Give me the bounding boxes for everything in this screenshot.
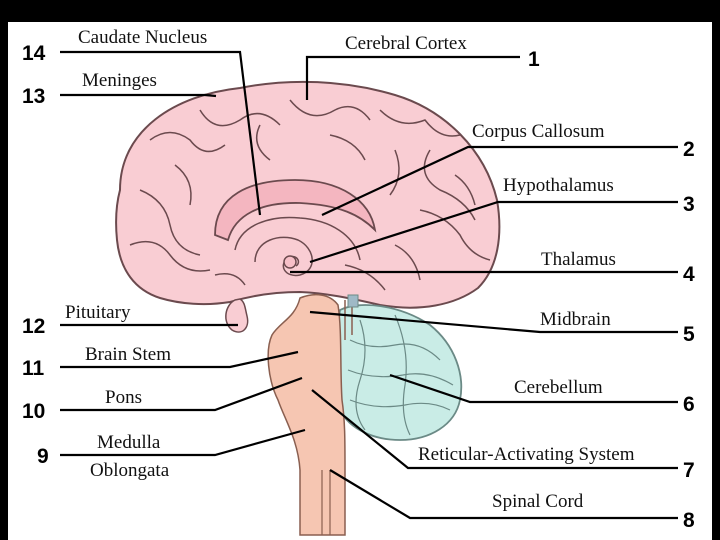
brainstem-shape bbox=[267, 293, 346, 536]
label-reticular-activating-system: Reticular-Activating System bbox=[418, 444, 635, 465]
label-pituitary: Pituitary bbox=[65, 302, 131, 323]
number-5: 5 bbox=[683, 323, 695, 346]
leader-line-1 bbox=[305, 55, 520, 100]
label-numbers: 1 2 3 4 5 6 7 8 9 10 11 12 13 14 bbox=[22, 42, 695, 532]
cerebellum-folia bbox=[347, 314, 454, 436]
number-1: 1 bbox=[528, 48, 540, 71]
labels: Cerebral Cortex Corpus Callosum Hypothal… bbox=[65, 27, 635, 512]
leader-line-5 bbox=[309, 310, 678, 334]
label-pons: Pons bbox=[105, 387, 142, 408]
label-meninges: Meninges bbox=[82, 70, 157, 91]
gyri-lines bbox=[129, 99, 491, 291]
number-11: 11 bbox=[22, 357, 45, 380]
label-cerebellum: Cerebellum bbox=[514, 377, 603, 398]
number-10: 10 bbox=[22, 400, 45, 423]
number-13: 13 bbox=[22, 85, 45, 108]
cerebrum bbox=[115, 80, 501, 333]
leader-line-14 bbox=[60, 50, 262, 216]
cerebellum bbox=[333, 304, 463, 441]
leader-line-2 bbox=[321, 145, 678, 216]
thalamus-shape bbox=[254, 236, 313, 277]
label-cerebral-cortex: Cerebral Cortex bbox=[345, 33, 467, 54]
number-7: 7 bbox=[683, 459, 695, 482]
leader-line-6 bbox=[389, 373, 678, 404]
leader-line-8 bbox=[329, 469, 678, 520]
number-2: 2 bbox=[683, 138, 695, 161]
leader-line-13 bbox=[60, 93, 217, 98]
label-oblongata: Oblongata bbox=[90, 460, 170, 481]
number-8: 8 bbox=[683, 509, 695, 532]
label-spinal-cord: Spinal Cord bbox=[492, 491, 584, 512]
number-12: 12 bbox=[22, 315, 45, 338]
leader-lines bbox=[60, 50, 678, 520]
corpus-callosum-shape bbox=[214, 179, 377, 242]
label-caudate-nucleus: Caudate Nucleus bbox=[78, 27, 207, 48]
label-hypothalamus: Hypothalamus bbox=[503, 175, 614, 196]
label-thalamus: Thalamus bbox=[541, 249, 616, 270]
number-14: 14 bbox=[22, 42, 46, 65]
leader-line-3 bbox=[309, 200, 678, 264]
leader-line-10 bbox=[60, 376, 303, 412]
label-medulla: Medulla bbox=[97, 432, 161, 453]
leader-line-7 bbox=[311, 389, 678, 470]
label-corpus-callosum: Corpus Callosum bbox=[472, 121, 605, 142]
label-brain-stem: Brain Stem bbox=[85, 344, 171, 365]
leader-line-9 bbox=[60, 428, 306, 457]
number-3: 3 bbox=[683, 193, 695, 216]
number-6: 6 bbox=[683, 393, 695, 416]
label-midbrain: Midbrain bbox=[540, 309, 611, 330]
number-4: 4 bbox=[683, 263, 695, 286]
pituitary-shape bbox=[225, 298, 249, 333]
number-9: 9 bbox=[37, 445, 49, 468]
leader-line-11 bbox=[60, 350, 299, 369]
